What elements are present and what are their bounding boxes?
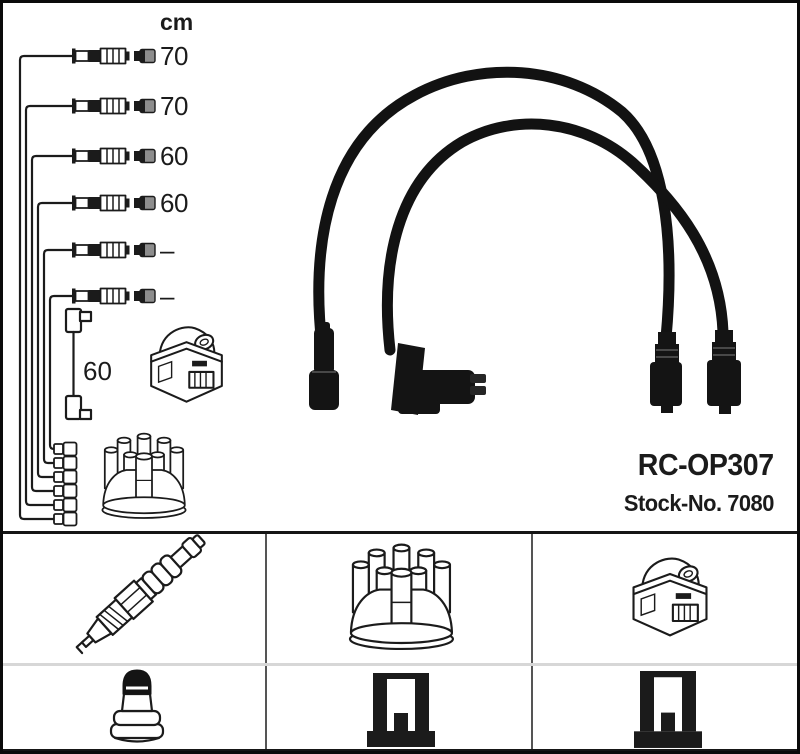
- coil-wire-length-label: 60: [83, 356, 112, 386]
- harness-lines: [18, 54, 74, 521]
- part-number: RC-OP307: [638, 447, 774, 482]
- coil-connector-icon: [634, 671, 702, 748]
- cable-length-value: 70: [160, 41, 188, 71]
- cable-length-value: –: [160, 281, 174, 311]
- spark-plug-icon: [75, 534, 206, 655]
- distributor-cap-icon: [348, 543, 455, 651]
- cable-icon: [71, 47, 156, 65]
- cable-icon: [71, 147, 156, 165]
- cable-icon: [71, 241, 156, 259]
- cable-icon: [71, 194, 156, 212]
- cable-length-value: 70: [160, 91, 188, 121]
- cable-length-value: 60: [160, 188, 188, 218]
- ignition-coil-schematic-icon: [150, 326, 223, 403]
- cable-icon: [71, 287, 156, 305]
- spark-plug-connector-icon: [109, 669, 165, 743]
- ignition-coil-icon: [632, 557, 708, 637]
- cable-length-value: 60: [160, 141, 188, 171]
- parts-grid-lines: [0, 531, 800, 752]
- distributor-connector-icon: [367, 673, 435, 747]
- plug-end-stubs: [53, 441, 78, 527]
- distributor-cap-schematic-icon: [101, 432, 187, 519]
- cable-row-icons: [71, 47, 156, 305]
- coil-wire-schematic: [64, 307, 93, 421]
- stock-number: Stock-No. 7080: [623, 490, 774, 516]
- ignition-cable-photo-inner: [381, 118, 741, 415]
- length-unit-header: cm: [160, 9, 194, 35]
- cable-length-value: –: [160, 235, 174, 265]
- cable-icon: [71, 97, 156, 115]
